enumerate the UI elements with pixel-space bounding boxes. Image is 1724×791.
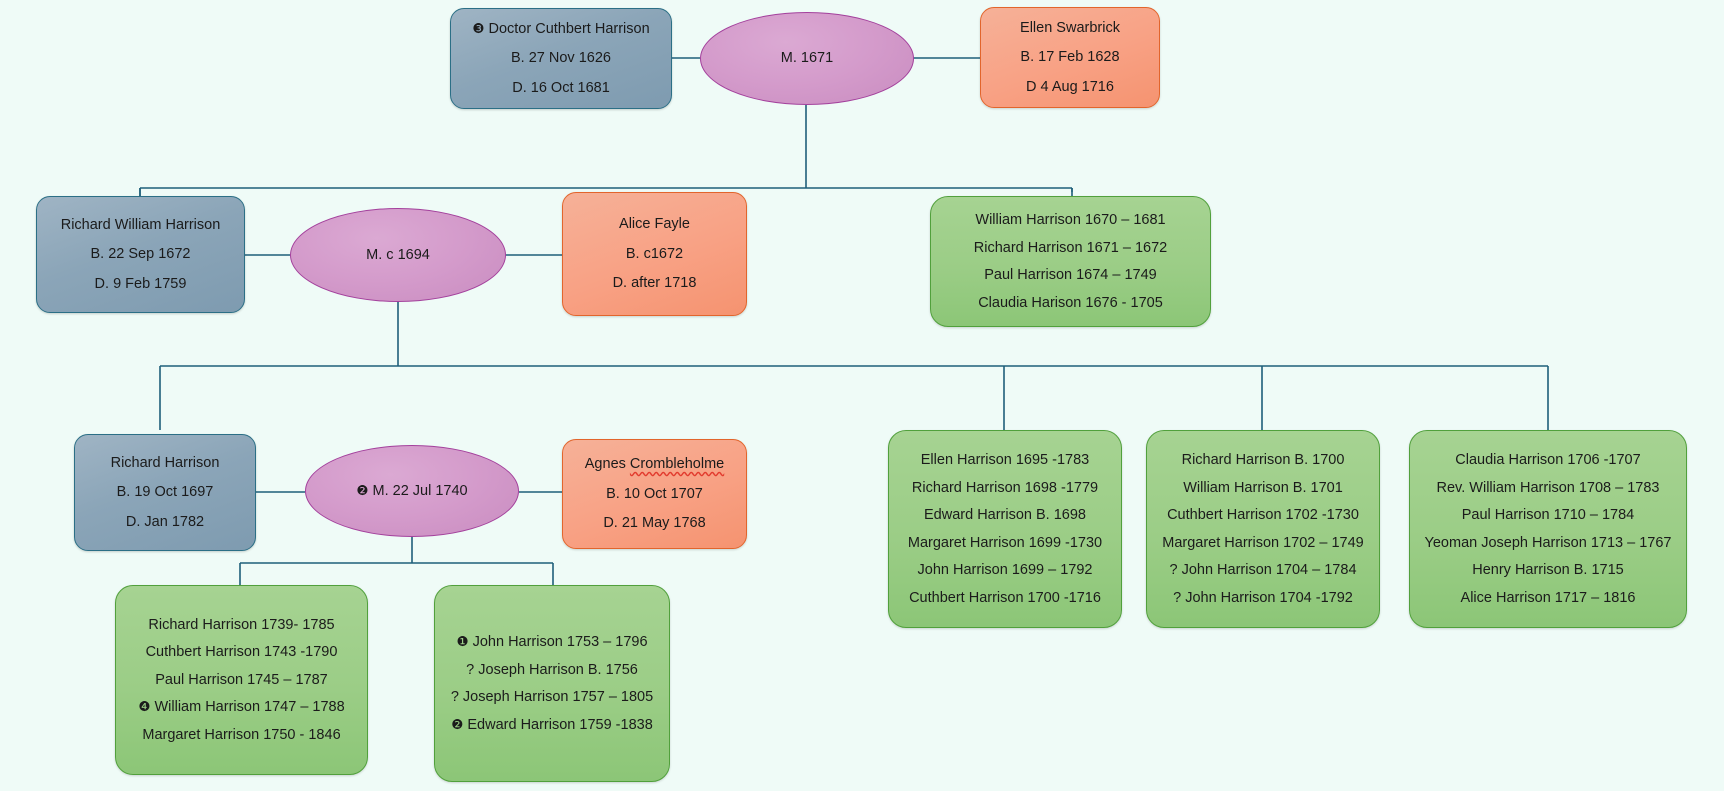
order-badge-2: ❷	[451, 716, 464, 732]
child-entry: Richard Harrison 1671 – 1672	[973, 239, 1168, 256]
child-entry: Richard Harrison B. 1700	[1181, 452, 1345, 468]
child-entry: ? John Harrison 1704 – 1784	[1169, 562, 1357, 578]
child-entry-text: Cuthbert Harrison 1743 -1790	[145, 644, 338, 661]
child-entry: Margaret Harrison 1699 -1730	[907, 534, 1103, 551]
person-name: Alice Fayle	[619, 216, 690, 233]
child-entry: Ellen Harrison 1695 -1783	[920, 452, 1090, 468]
child-entry: ❹ William Harrison 1747 – 1788	[138, 700, 344, 715]
child-entry: Richard Harrison 1698 -1779	[911, 479, 1099, 496]
person-death: D. 21 May 1768	[603, 515, 706, 532]
person-birth: B. c1672	[625, 245, 684, 262]
person-card-cuthbert-harrison[interactable]: ❸ Doctor Cuthbert Harrison B. 27 Nov 162…	[450, 8, 672, 109]
child-entry: Cuthbert Harrison 1743 -1790	[146, 645, 338, 660]
marriage-label-text: M. 22 Jul 1740	[372, 482, 468, 499]
person-death: D. 16 Oct 1681	[512, 79, 610, 96]
person-card-richard-harrison[interactable]: Richard Harrison B. 19 Oct 1697 D. Jan 1…	[74, 434, 256, 551]
person-birth: B. 19 Oct 1697	[116, 484, 214, 501]
marriage-label: ❷ M. 22 Jul 1740	[356, 484, 467, 499]
child-entry: Yeoman Joseph Harrison 1713 – 1767	[1424, 534, 1672, 551]
child-entry: Claudia Harison 1676 - 1705	[978, 294, 1163, 311]
person-birth: B. 17 Feb 1628	[1020, 49, 1120, 66]
child-entry: ? Joseph Harrison 1757 – 1805	[451, 690, 653, 705]
person-card-alice-fayle[interactable]: Alice Fayle B. c1672 D. after 1718	[562, 192, 747, 316]
child-entry: Henry Harrison B. 1715	[1472, 562, 1624, 578]
person-death: D. after 1718	[612, 275, 697, 292]
children-box-gen2-c[interactable]: Claudia Harrison 1706 -1707 Rev. William…	[1409, 430, 1687, 628]
person-name: Richard Harrison	[110, 454, 220, 471]
person-death: D. Jan 1782	[125, 513, 205, 530]
person-death: D 4 Aug 1716	[1026, 78, 1114, 95]
child-entry: ❶ John Harrison 1753 – 1796	[456, 635, 647, 650]
child-entry: ❷ Edward Harrison 1759 -1838	[451, 716, 653, 733]
person-name-text: Doctor Cuthbert Harrison	[488, 20, 650, 37]
person-surname-misspelled: Crombleholme	[629, 456, 725, 473]
child-entry-text: ? Joseph Harrison 1757 – 1805	[450, 689, 654, 705]
marriage-node-c1694[interactable]: M. c 1694	[290, 208, 506, 302]
child-entry: Paul Harrison 1745 – 1787	[155, 673, 328, 688]
person-death: D. 9 Feb 1759	[94, 275, 187, 292]
child-entry-text: John Harrison 1753 – 1796	[472, 634, 648, 650]
child-entry-text: Richard Harrison 1739- 1785	[148, 616, 335, 633]
child-entry: Paul Harrison 1710 – 1784	[1461, 507, 1635, 523]
person-birth: B. 22 Sep 1672	[90, 246, 191, 263]
order-badge-3: ❷	[356, 482, 369, 498]
child-entry-text: Edward Harrison 1759 -1838	[467, 716, 653, 733]
child-entry: William Harrison B. 1701	[1183, 479, 1343, 496]
order-badge-4: ❸	[472, 20, 485, 36]
child-entry: Margaret Harrison 1750 - 1846	[142, 728, 340, 743]
marriage-node-1671[interactable]: M. 1671	[700, 12, 914, 105]
order-badge-1: ❶	[456, 634, 469, 649]
child-entry-text: ? Joseph Harrison B. 1756	[466, 661, 638, 678]
children-box-gen2-a[interactable]: Ellen Harrison 1695 -1783 Richard Harris…	[888, 430, 1122, 628]
children-box-gen3-a[interactable]: Richard Harrison 1739- 1785 Cuthbert Har…	[115, 585, 368, 775]
child-entry-text: William Harrison 1747 – 1788	[154, 699, 345, 716]
children-box-gen2-b[interactable]: Richard Harrison B. 1700 William Harriso…	[1146, 430, 1380, 628]
person-name: ❸ Doctor Cuthbert Harrison	[472, 22, 649, 37]
child-entry-text: Paul Harrison 1745 – 1787	[155, 671, 328, 688]
person-card-agnes-crombleholme[interactable]: Agnes Crombleholme B. 10 Oct 1707 D. 21 …	[562, 439, 747, 549]
child-entry: Margaret Harrison 1702 – 1749	[1162, 534, 1364, 551]
person-card-richard-william-harrison[interactable]: Richard William Harrison B. 22 Sep 1672 …	[36, 196, 245, 313]
child-entry: Claudia Harrison 1706 -1707	[1455, 452, 1641, 468]
person-first-name: Agnes	[584, 456, 630, 473]
marriage-label: M. 1671	[780, 50, 834, 67]
child-entry: Cuthbert Harrison 1702 -1730	[1167, 507, 1359, 523]
child-entry: Paul Harrison 1674 – 1749	[984, 267, 1157, 283]
child-entry: Alice Harrison 1717 – 1816	[1460, 589, 1636, 606]
child-entry: Edward Harrison B. 1698	[924, 507, 1086, 523]
children-box-gen1[interactable]: William Harrison 1670 – 1681 Richard Har…	[930, 196, 1211, 327]
children-box-gen3-b[interactable]: ❶ John Harrison 1753 – 1796 ? Joseph Har…	[434, 585, 670, 782]
child-entry: Rev. William Harrison 1708 – 1783	[1436, 479, 1660, 496]
person-name: Ellen Swarbrick	[1020, 19, 1120, 36]
marriage-label: M. c 1694	[366, 246, 430, 263]
person-name: Agnes Crombleholme	[585, 457, 724, 472]
person-card-ellen-swarbrick[interactable]: Ellen Swarbrick B. 17 Feb 1628 D 4 Aug 1…	[980, 7, 1160, 108]
order-badge-5: ❹	[138, 699, 151, 715]
person-name: Richard William Harrison	[60, 216, 221, 233]
child-entry: John Harrison 1699 – 1792	[917, 562, 1093, 578]
child-entry: Richard Harrison 1739- 1785	[148, 618, 334, 633]
child-entry: Cuthbert Harrison 1700 -1716	[909, 589, 1101, 606]
marriage-node-1740[interactable]: ❷ M. 22 Jul 1740	[305, 445, 519, 537]
person-birth: B. 10 Oct 1707	[606, 485, 703, 502]
child-entry: ? John Harrison 1704 -1792	[1173, 589, 1353, 606]
person-birth: B. 27 Nov 1626	[511, 50, 611, 67]
child-entry-text: Margaret Harrison 1750 - 1846	[142, 726, 341, 743]
child-entry: ? Joseph Harrison B. 1756	[466, 661, 638, 678]
child-entry: William Harrison 1670 – 1681	[975, 212, 1166, 228]
